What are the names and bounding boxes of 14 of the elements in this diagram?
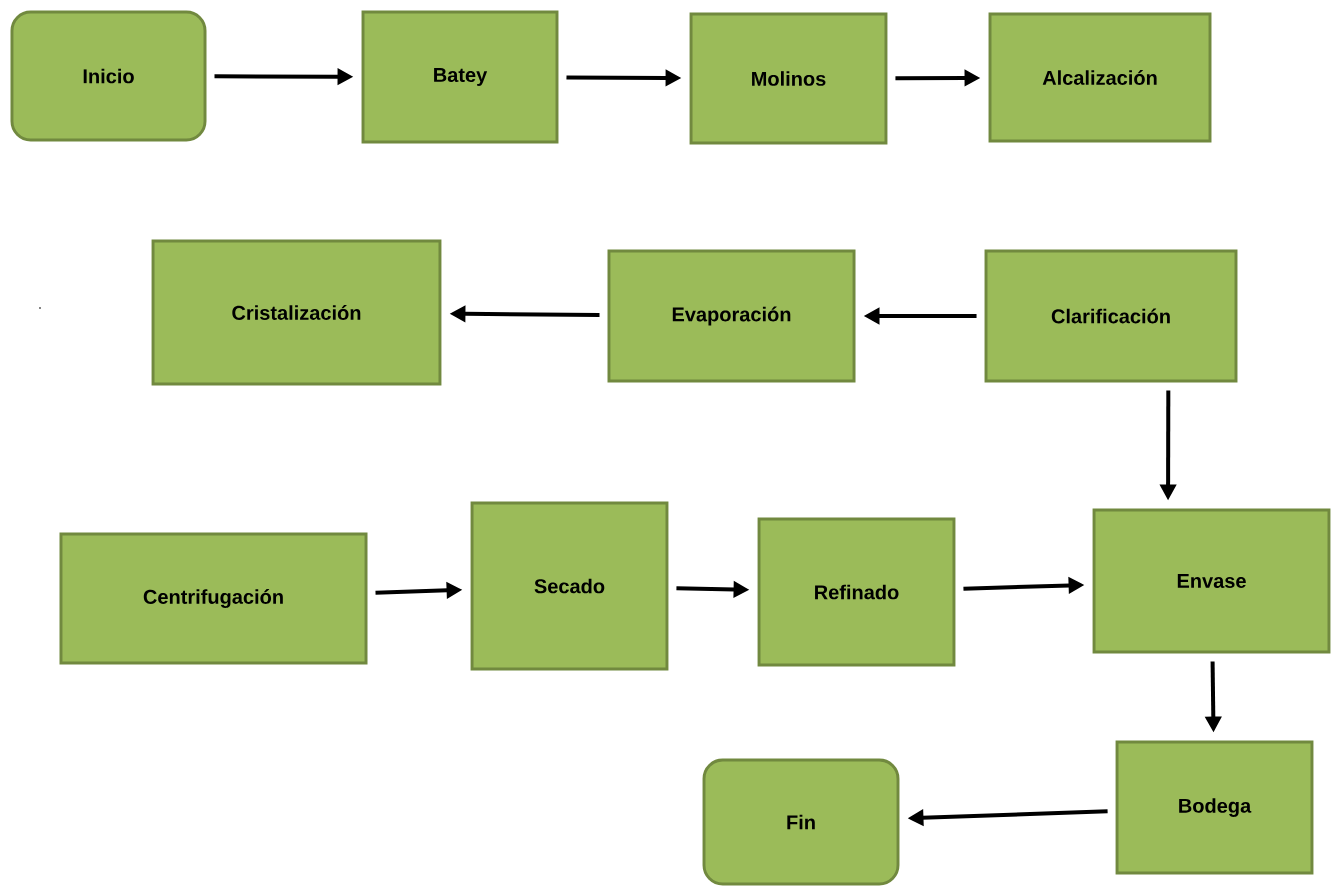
process-box: Evaporación <box>607 249 856 383</box>
terminal-box: Inicio <box>10 10 207 142</box>
process-box: Bodega <box>1115 740 1314 875</box>
process-box: Envase <box>1092 508 1331 654</box>
process-box: Clarificación <box>984 249 1238 383</box>
process-box: Refinado <box>757 517 956 667</box>
note-text: . <box>39 307 41 309</box>
process-box: Batey <box>361 10 559 144</box>
process-box: Cristalización <box>151 239 442 386</box>
terminal-box: Fin <box>702 758 900 886</box>
process-box: Molinos <box>689 12 888 145</box>
process-box: Alcalización <box>988 12 1212 143</box>
process-box: Secado <box>470 501 669 671</box>
process-box: Centrifugación <box>59 532 368 665</box>
